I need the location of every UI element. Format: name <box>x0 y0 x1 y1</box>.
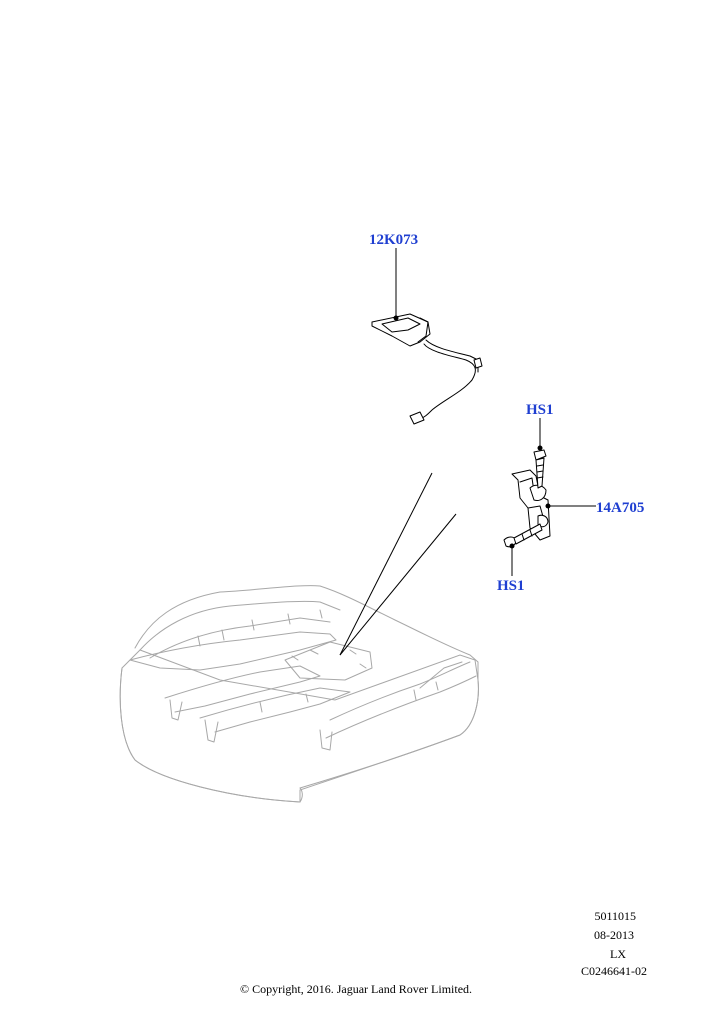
harness-connector <box>409 411 425 425</box>
wiring-harness <box>417 343 476 421</box>
reference-number: 5011015 <box>594 909 636 923</box>
pointer-lines <box>339 472 457 656</box>
reference-model: LX <box>610 947 626 961</box>
occupancy-sensor-assembly[interactable] <box>371 313 483 425</box>
bolt-bottom[interactable] <box>503 523 543 548</box>
leader-lines <box>393 248 596 576</box>
callout-hs1-bottom[interactable]: HS1 <box>497 578 525 594</box>
callout-hs1-top[interactable]: HS1 <box>526 402 554 418</box>
callout-12k073[interactable]: 12K073 <box>369 232 418 248</box>
seat-cushion <box>119 585 479 803</box>
reference-code: C0246641-02 <box>581 964 647 978</box>
bolt-top[interactable] <box>533 449 547 489</box>
reference-block: 5011015 08-2013 LX C0246641-02 <box>581 909 647 978</box>
callout-14a705[interactable]: 14A705 <box>596 500 644 516</box>
copyright-notice: © Copyright, 2016. Jaguar Land Rover Lim… <box>240 982 472 996</box>
reference-date: 08-2013 <box>594 928 634 942</box>
